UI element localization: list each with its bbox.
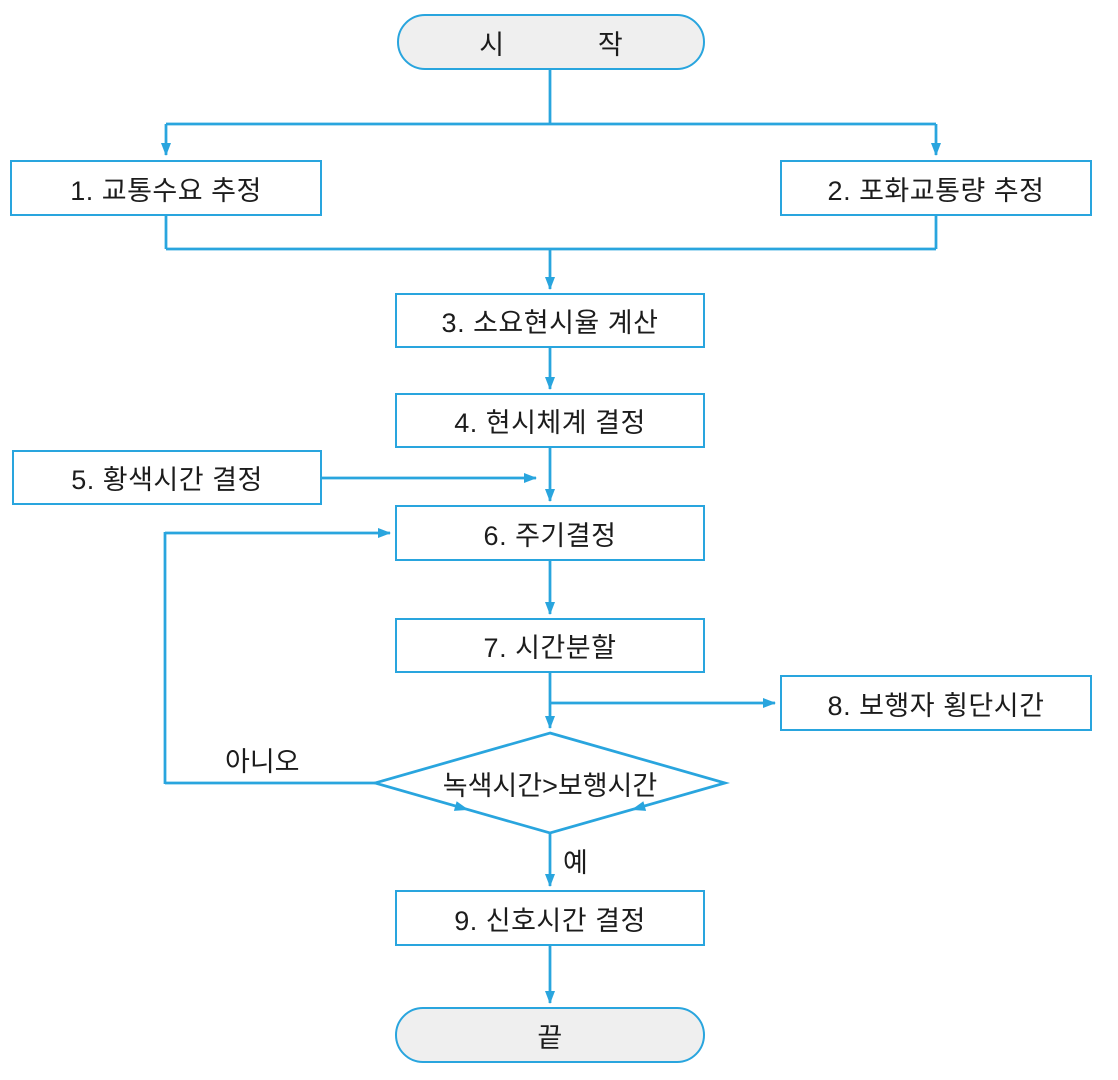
- edge-label-no: 아니오: [225, 747, 300, 777]
- edge-label-yes: 예: [563, 848, 588, 878]
- process-node-4: 4. 현시체계 결정: [395, 393, 705, 448]
- end-node-label: 끝: [537, 1022, 563, 1053]
- process-node-7-label: 7. 시간분할: [483, 633, 617, 663]
- decision-node-label: 녹색시간>보행시간: [442, 770, 658, 801]
- decision-node: 녹색시간>보행시간: [375, 733, 725, 833]
- process-node-5-label: 5. 황색시간 결정: [71, 465, 263, 495]
- process-node-9-label: 9. 신호시간 결정: [454, 905, 646, 936]
- process-node-9: 9. 신호시간 결정: [395, 890, 705, 946]
- start-node: 시 작: [397, 14, 705, 70]
- process-node-6: 6. 주기결정: [395, 505, 705, 561]
- process-node-5: 5. 황색시간 결정: [12, 450, 322, 505]
- process-node-8-label: 8. 보행자 횡단시간: [827, 690, 1045, 721]
- start-node-label: 시 작: [479, 29, 666, 60]
- process-node-7: 7. 시간분할: [395, 618, 705, 673]
- process-node-6-label: 6. 주기결정: [483, 520, 617, 551]
- process-node-1-label: 1. 교통수요 추정: [70, 175, 262, 206]
- process-node-3-label: 3. 소요현시율 계산: [441, 308, 659, 338]
- process-node-1: 1. 교통수요 추정: [10, 160, 322, 216]
- diamond-edge-arrowheads: [453, 801, 647, 811]
- process-node-4-label: 4. 현시체계 결정: [454, 408, 646, 438]
- end-node: 끝: [395, 1007, 705, 1063]
- process-node-2: 2. 포화교통량 추정: [780, 160, 1092, 216]
- process-node-8: 8. 보행자 횡단시간: [780, 675, 1092, 731]
- process-node-2-label: 2. 포화교통량 추정: [827, 175, 1045, 206]
- process-node-3: 3. 소요현시율 계산: [395, 293, 705, 348]
